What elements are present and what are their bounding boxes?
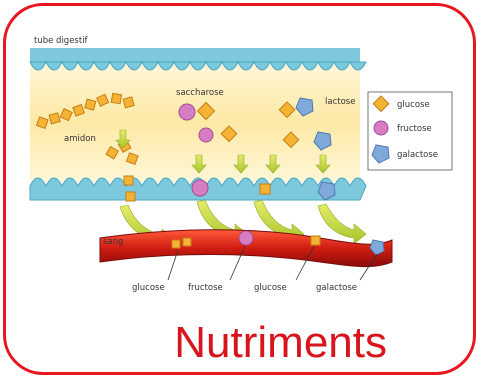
saccharose-label: saccharose [176, 88, 224, 98]
bottom-label-galactose: galactose [316, 283, 357, 293]
crossing-glucose-3 [260, 184, 270, 194]
bottom-label-glucose-2: glucose [254, 283, 287, 293]
starch-label: amidon [64, 134, 96, 144]
tube-label: tube digestif [34, 36, 89, 46]
legend-fructose-label: fructose [397, 124, 432, 134]
legend-fructose-icon [374, 121, 388, 135]
fructose-free [199, 128, 213, 142]
bottom-label-fructose: fructose [188, 283, 223, 293]
caption-title: Nutriments [0, 318, 485, 368]
crossing-glucose-2 [126, 192, 135, 201]
blood-glucose-3 [311, 236, 320, 245]
crossing-glucose-1 [124, 176, 133, 185]
lactose-label: lactose [325, 97, 355, 107]
legend-galactose-label: galactose [397, 150, 438, 160]
legend-glucose-label: glucose [397, 100, 430, 110]
legend: glucose fructose galactose [368, 92, 452, 170]
blood-glucose-1 [172, 240, 180, 248]
blood-fructose [239, 231, 253, 245]
saccharose-fructose [179, 104, 195, 120]
blood-glucose-2 [183, 238, 191, 246]
bottom-label-glucose-1: glucose [132, 283, 165, 293]
blood-label: sang [103, 237, 123, 247]
crossing-fructose [192, 180, 208, 196]
intestine-lumen [30, 62, 360, 182]
caption-text: Nutriments [174, 318, 387, 368]
intestine-top-wall [30, 48, 366, 70]
